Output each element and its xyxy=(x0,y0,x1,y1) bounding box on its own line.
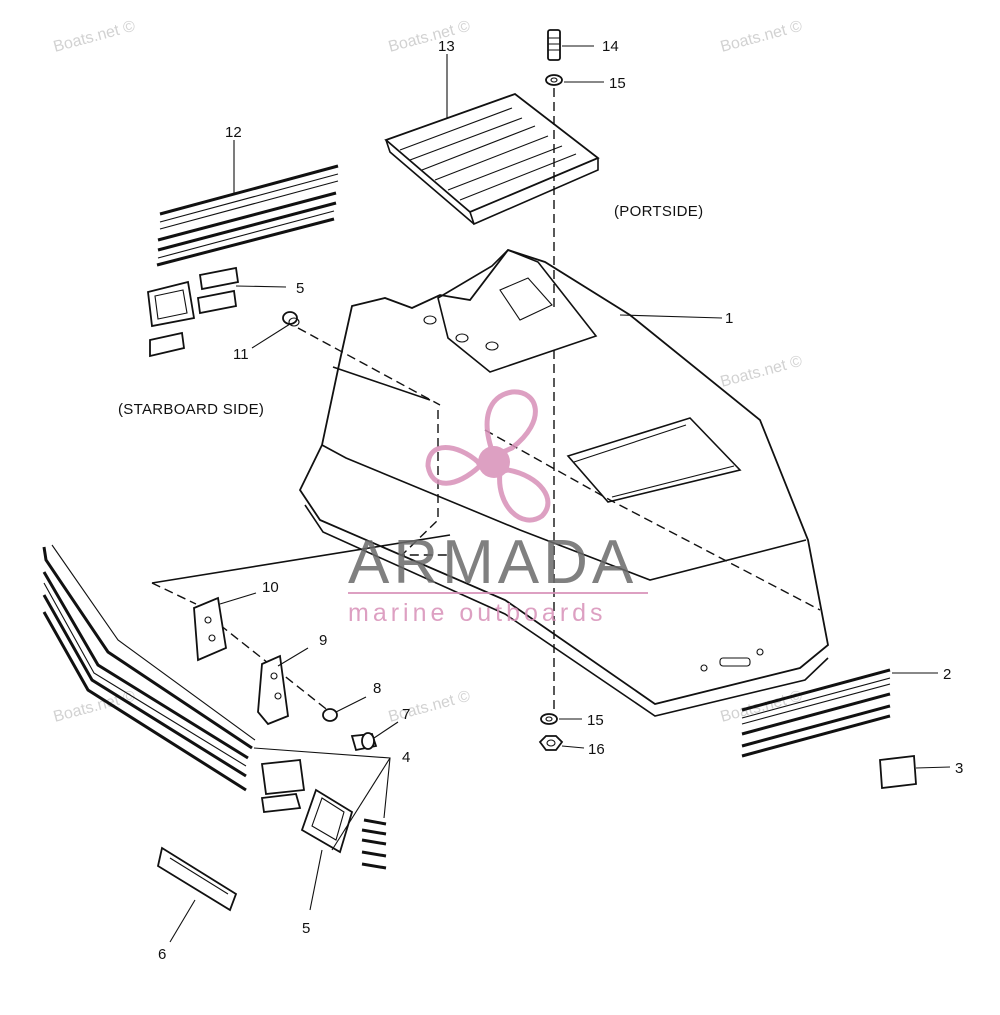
armada-logo: ARMADA marine outboards xyxy=(348,389,648,627)
part-5-upper-decals xyxy=(147,266,240,358)
callout-9: 9 xyxy=(319,632,327,649)
part-8-washer xyxy=(322,708,338,722)
watermark-text: Boats.net © xyxy=(719,353,805,391)
part-1-engine-cowl xyxy=(298,248,829,717)
callout-4: 4 xyxy=(402,749,410,766)
callout-11: 11 xyxy=(233,346,249,363)
watermark-text: Boats.net © xyxy=(387,18,473,56)
callout-13: 13 xyxy=(438,38,455,55)
part-7-screw xyxy=(350,732,378,752)
callout-2: 2 xyxy=(943,666,951,683)
watermark-text: Boats.net © xyxy=(387,688,473,726)
callout-5-lower: 5 xyxy=(302,920,310,937)
callout-5-upper: 5 xyxy=(296,280,304,297)
armada-brand: ARMADA xyxy=(348,528,637,597)
leader-lines xyxy=(169,45,951,943)
callout-3: 3 xyxy=(955,760,963,777)
watermark-text: Boats.net © xyxy=(719,18,805,56)
callout-12: 12 xyxy=(225,124,242,141)
callout-14: 14 xyxy=(602,38,619,55)
callout-10: 10 xyxy=(262,579,279,596)
callout-7: 7 xyxy=(402,706,410,723)
part-15-washer-lower xyxy=(540,713,558,725)
part-4-stripe-decal xyxy=(42,544,387,870)
part-13-top-plate xyxy=(384,92,600,226)
callout-1: 1 xyxy=(725,310,733,327)
starboard-side-label: (STARBOARD SIDE) xyxy=(118,401,264,418)
part-14-bolt xyxy=(545,29,563,86)
part-16-nut xyxy=(538,735,564,751)
portside-label: (PORTSIDE) xyxy=(614,203,703,220)
part-3-decal xyxy=(879,754,917,790)
part-12-stripe-decal xyxy=(156,164,339,267)
part-5-lower-decals xyxy=(260,759,354,854)
callout-6: 6 xyxy=(158,946,166,963)
callout-15-upper: 15 xyxy=(609,75,626,92)
armada-tagline: marine outboards xyxy=(348,599,607,627)
part-10-bracket xyxy=(193,596,227,662)
propeller-icon xyxy=(425,389,551,523)
part-9-plate xyxy=(257,654,289,726)
watermark-text: Boats.net © xyxy=(52,18,138,56)
callout-8: 8 xyxy=(373,680,381,697)
callout-16: 16 xyxy=(588,741,605,758)
part-6-nameplate xyxy=(156,846,238,912)
part-2-stripe-decal xyxy=(741,668,891,758)
part-11-grommet xyxy=(282,311,300,327)
assembly-lines xyxy=(151,88,821,713)
callout-labels: 1 2 3 4 5 5 6 7 8 9 10 11 12 13 14 15 15… xyxy=(158,38,963,963)
callout-15-lower: 15 xyxy=(587,712,604,729)
